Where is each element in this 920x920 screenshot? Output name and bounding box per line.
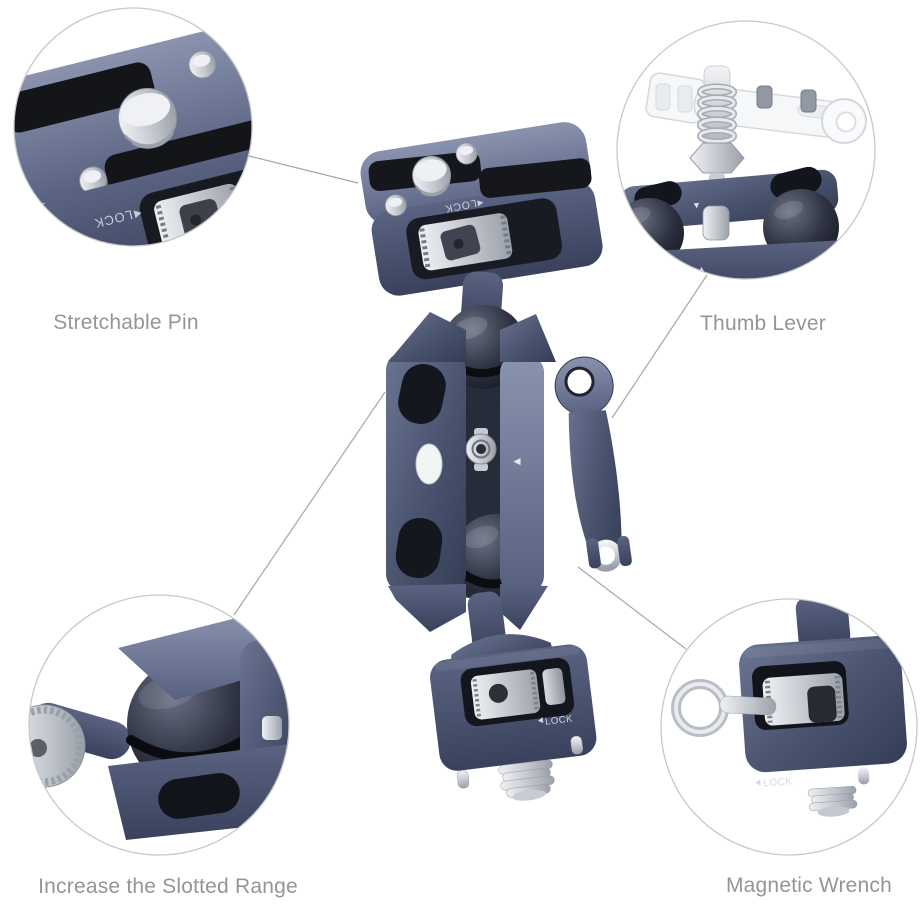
callout-line-slotted-range: [233, 391, 386, 616]
callout-line-magnetic-wrench: [577, 566, 687, 650]
spring-screw: [689, 65, 745, 187]
callout-bubble-slotted-range: [28, 594, 290, 856]
callout-line-thumb-lever: [611, 274, 708, 419]
callout-line-stretchable-pin: [248, 155, 359, 184]
hex-nut: [689, 142, 745, 174]
slot-hole-lower: [395, 517, 443, 579]
up-arrow-marker: ▲: [697, 264, 707, 275]
captive-screw: [465, 428, 497, 471]
slot-hole: [158, 773, 240, 819]
lock-engraving: LOCK: [537, 713, 574, 728]
arm-left-plate: [386, 352, 466, 592]
magnetic-wrench-hook: [671, 679, 777, 737]
anti-twist-pin: [857, 767, 870, 785]
arm-right-plate: ◄: [500, 356, 544, 592]
stretchable-pin-zoom: [79, 50, 217, 195]
mounting-screw-zoom: [807, 785, 858, 817]
callout-bubble-magnetic-wrench: LOCK: [660, 598, 918, 856]
lower-jaws: [388, 584, 548, 632]
callout-label-slotted-range: Increase the Slotted Range: [38, 875, 298, 898]
clamp-bottom-bar: ▲: [636, 240, 856, 279]
left-arrow-marker: ◄: [511, 454, 523, 468]
svg-text:LOCK: LOCK: [763, 776, 793, 789]
ball-left: [617, 198, 684, 268]
clamp-jaw-bottom: [108, 744, 289, 840]
upper-jaws: [388, 312, 556, 362]
anti-twist-pin: [456, 769, 470, 789]
lock-engraving: LOCK: [755, 776, 793, 789]
stretchable-pin-right: [455, 142, 478, 165]
bottom-clamp: LOCK: [430, 634, 597, 801]
rubber-pad: [478, 158, 592, 198]
callout-lines: [233, 155, 708, 650]
product-illustration: LOCK: [360, 122, 632, 801]
callout-label-stretchable-pin: Stretchable Pin: [53, 311, 199, 334]
stretchable-pin-left: [384, 194, 407, 217]
knurled-knob: [29, 704, 86, 788]
anti-twist-pin: [570, 735, 584, 755]
qr-plate: LOCK: [360, 122, 603, 296]
thumb-lever-part: [554, 356, 632, 572]
clamp-box-zoom: LOCK: [739, 635, 907, 817]
down-arrow-marker: ▼: [692, 200, 702, 211]
svg-text:LOCK: LOCK: [545, 713, 574, 727]
callout-bubble-thumb-lever: ▼ ▲: [616, 20, 876, 280]
center-pin: [702, 205, 730, 241]
camera-screw-zoom: [117, 87, 177, 149]
magnet-dot: [415, 443, 443, 485]
clamp-screw: [262, 716, 282, 740]
mounting-screw: [498, 759, 555, 801]
callout-bubble-stretchable-pin: LOCK: [13, 7, 253, 247]
callout-label-magnetic-wrench: Magnetic Wrench: [725, 874, 893, 897]
callout-label-thumb-lever: Thumb Lever: [700, 312, 826, 335]
camera-screw: [412, 155, 452, 197]
slot-hole-upper: [398, 363, 446, 425]
